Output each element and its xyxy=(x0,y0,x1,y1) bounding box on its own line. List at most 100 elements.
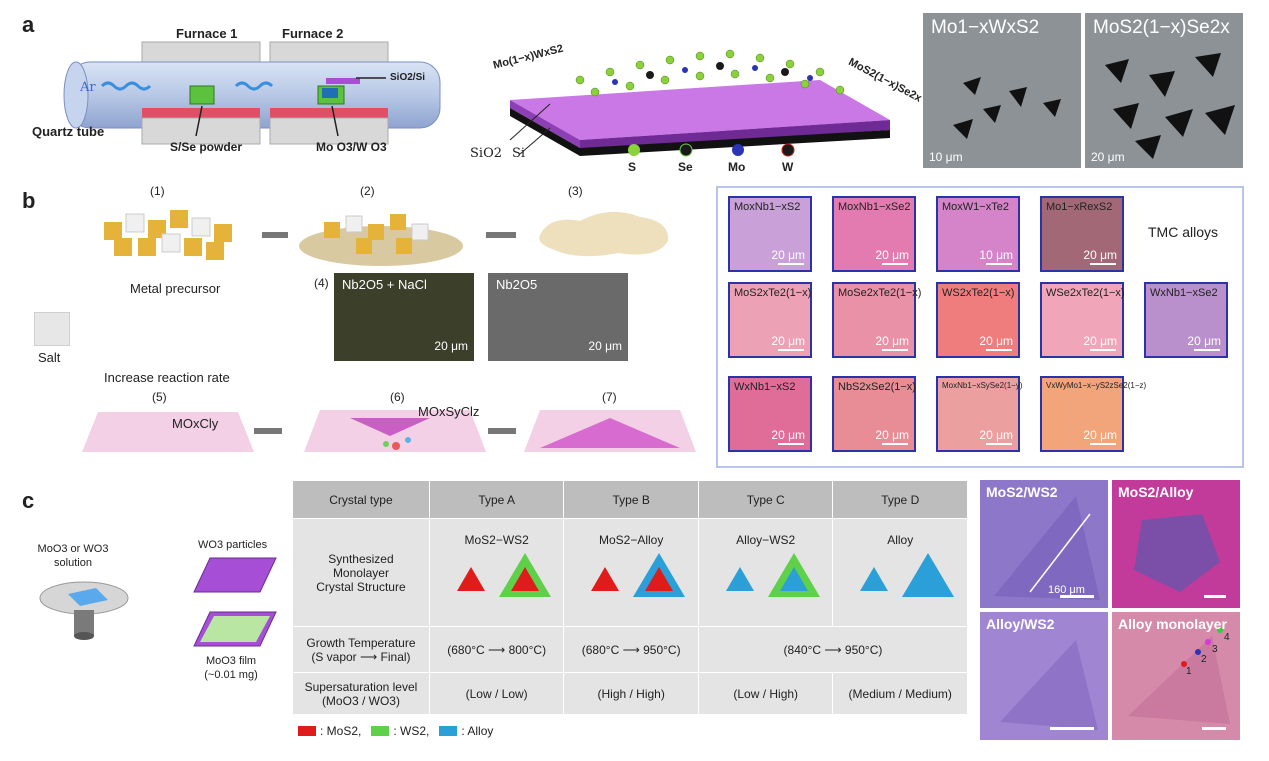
tmc-tile-scale: 20 μm xyxy=(771,334,805,348)
legend-s: S xyxy=(628,160,637,174)
tmc-tile-scale: 20 μm xyxy=(1187,334,1221,348)
sem-flakes xyxy=(953,77,1061,139)
sse-powder-label: S/Se powder xyxy=(170,140,243,154)
cvd-furnace-schematic xyxy=(63,41,441,145)
sem-title-nb-nacl: Nb2O5 + NaCl xyxy=(342,277,427,292)
moo3-film-label: MoO3 film (~0.01 mg) xyxy=(204,655,258,681)
tmc-tile: MoxNb1−xSySe2(1−y)20 μm xyxy=(936,376,1022,452)
legend-mo: Mo xyxy=(728,160,746,174)
flake-d xyxy=(1128,627,1230,724)
tmc-tile-scalebar xyxy=(778,349,804,351)
substrate-5 xyxy=(82,412,254,452)
step-2: (2) xyxy=(360,184,375,198)
arrow-1-2 xyxy=(262,232,288,238)
increase-rate-label: Increase reaction rate xyxy=(104,370,230,385)
tmc-tile-scalebar xyxy=(1194,349,1220,351)
optical-title-3: Alloy/WS2 xyxy=(986,616,1055,632)
legend-w: W xyxy=(782,160,794,174)
sem-scale-20um: 20 μm xyxy=(1091,150,1125,164)
tmc-tile-scale: 20 μm xyxy=(875,428,909,442)
tmc-tile-label: MoxNb1−xSe2 xyxy=(838,201,911,213)
substrate-6 xyxy=(304,410,486,452)
panel-a-label: a xyxy=(22,12,35,37)
color-legend: : MoS2, : WS2, : Alloy xyxy=(298,724,493,738)
type-c-name: Alloy−WS2 xyxy=(736,533,796,547)
step-1: (1) xyxy=(150,184,165,198)
tmc-tile-scalebar xyxy=(986,349,1012,351)
optical-title-4: Alloy monolayer xyxy=(1118,616,1227,632)
sem-scale-nb-nacl: 20 μm xyxy=(434,339,468,353)
salt-label: Salt xyxy=(38,350,61,365)
tmc-tile-label: VxWyMo1−x−yS2zSe2(1−z) xyxy=(1046,381,1147,390)
substrate-7 xyxy=(524,410,696,452)
temp-cd: (840°C ⟶ 950°C) xyxy=(697,626,969,673)
type-d-name: Alloy xyxy=(887,533,914,547)
tmc-tile: VxWyMo1−x−yS2zSe2(1−z) 20 μm xyxy=(1040,376,1146,452)
arrow-6-7 xyxy=(488,428,516,434)
optical-title-2: MoS2/Alloy xyxy=(1118,484,1194,500)
tmc-tile-scale: 20 μm xyxy=(875,334,909,348)
quartz-tube-label: Quartz tube xyxy=(32,124,105,139)
legend-swatch-alloy xyxy=(439,726,458,736)
tmc-tile-scale: 20 μm xyxy=(875,248,909,262)
type-d-structure: Alloy xyxy=(832,518,968,627)
panel-c-label: c xyxy=(22,488,35,513)
supersat-a: (Low / Low) xyxy=(428,672,565,715)
th-type-b: Type B xyxy=(563,480,699,519)
tmc-tile-label: MoSe2xTe2(1−x) xyxy=(838,287,922,299)
row-temp-label: Growth Temperature (S vapor ⟶ Final) xyxy=(292,626,430,673)
step-7: (7) xyxy=(602,390,617,404)
sem-nb2o5-nacl: Nb2O5 + NaCl 20 μm xyxy=(334,273,474,361)
tmc-tile-scalebar xyxy=(1090,349,1116,351)
legend-ws2: : WS2, xyxy=(393,724,430,738)
optical-scalebar-2 xyxy=(1204,595,1226,598)
type-a-triangles xyxy=(456,553,551,597)
sem-nb2o5: Nb2O5 20 μm xyxy=(488,273,628,361)
tmc-tile-scale: 20 μm xyxy=(1083,428,1117,442)
optical-scalebar-1 xyxy=(1060,595,1094,598)
row-supersat-label: Supersaturation level (MoO3 / WO3) xyxy=(292,672,430,715)
type-a-structure: MoS2−WS2 xyxy=(428,518,565,627)
flake-a xyxy=(994,496,1100,600)
flake-c xyxy=(1000,640,1098,730)
arrow-5-6 xyxy=(254,428,282,434)
tmc-tile-scale: 10 μm xyxy=(979,248,1013,262)
tmc-tile-scale: 20 μm xyxy=(771,428,805,442)
tmc-tile-scalebar xyxy=(1090,443,1116,445)
th-type-d: Type D xyxy=(832,480,968,519)
tmc-tile-label: WSe2xTe2(1−x) xyxy=(1046,287,1125,299)
optical-alloy-ws2: Alloy/WS2 xyxy=(980,612,1108,740)
supersat-d: (Medium / Medium) xyxy=(832,672,968,715)
crystal-type-table: Crystal type Type A Type B Type C Type D… xyxy=(292,480,969,715)
tmc-tile-scalebar xyxy=(778,263,804,265)
alloy-lattice-schematic xyxy=(509,49,890,157)
moo3-substrate xyxy=(193,611,277,647)
tmc-tile: MoSe2xTe2(1−x) 20 μm xyxy=(832,282,921,358)
th-type-c: Type C xyxy=(697,480,834,519)
tmc-tile: WS2xTe2(1−x) 20 μm xyxy=(936,282,1020,358)
sem-image-mosse: MoS2(1−x)Se2x 20 μm xyxy=(1085,13,1243,168)
tmc-tile-label: WS2xTe2(1−x) xyxy=(942,287,1015,299)
ar-label: Ar xyxy=(80,80,96,95)
row-structure-label: Synthesized Monolayer Crystal Structure xyxy=(292,518,430,627)
sem-scale-nb: 20 μm xyxy=(588,339,622,353)
step-3: (3) xyxy=(568,184,583,198)
type-a-name: MoS2−WS2 xyxy=(464,533,529,547)
optical-scalebar-4 xyxy=(1202,727,1226,730)
point-1: 1 xyxy=(1186,666,1192,677)
point-3: 3 xyxy=(1212,644,1218,655)
tmc-tile-scale: 20 μm xyxy=(979,334,1013,348)
tmc-tile-scalebar xyxy=(778,443,804,445)
optical-alloy-monolayer: Alloy monolayer 1 2 3 4 xyxy=(1112,612,1240,740)
tmc-tile: MoS2xTe2(1−x)20 μm xyxy=(728,282,812,358)
point-4: 4 xyxy=(1224,632,1230,643)
furnace-2-label: Furnace 2 xyxy=(282,26,344,41)
moxcly-label: MOxCly xyxy=(172,416,219,431)
tmc-tile-scalebar xyxy=(1090,263,1116,265)
legend-se: Se xyxy=(678,160,693,174)
sem-title-nb: Nb2O5 xyxy=(496,277,538,292)
optical-scalebar-3 xyxy=(1050,727,1094,730)
